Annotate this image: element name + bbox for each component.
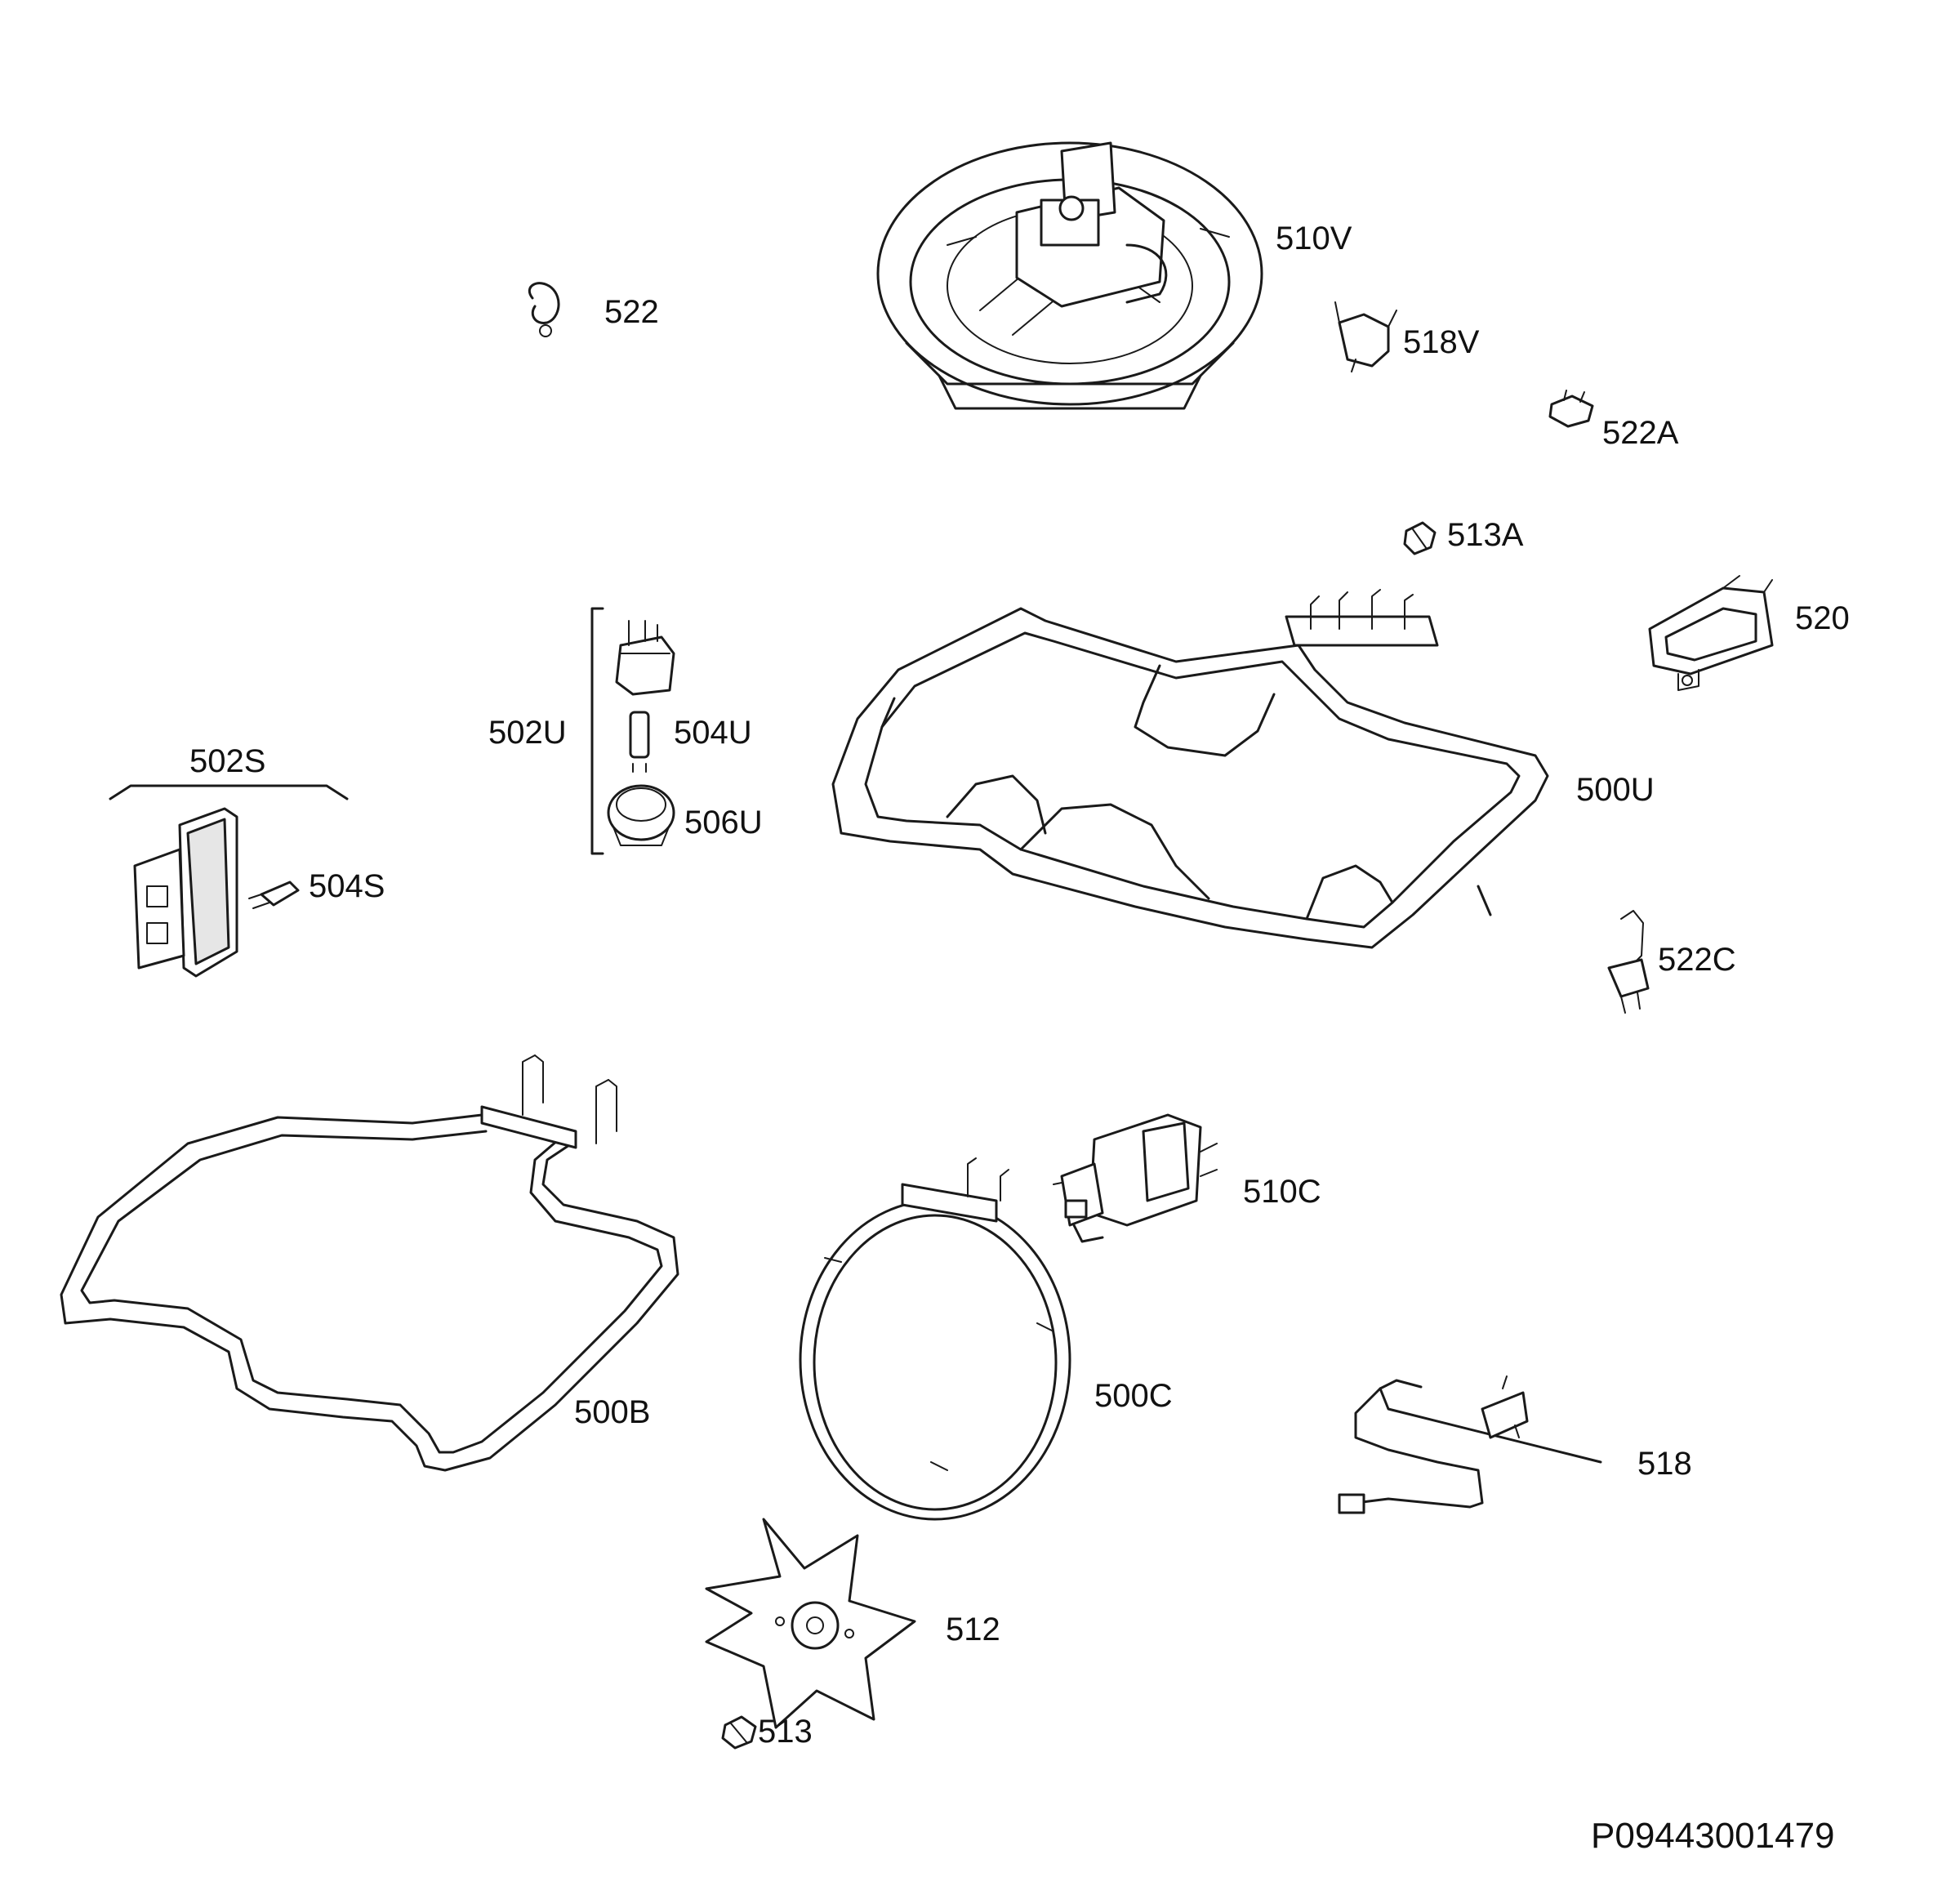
label-500U: 500U [1576,772,1655,808]
part-502S-lamp-housing [133,807,238,978]
label-522A: 522A [1602,415,1679,451]
part-518V-bracket [1334,301,1397,372]
label-510C: 510C [1243,1174,1321,1210]
part-504U-lamp-bulb [629,711,650,773]
part-520-frame-bracket [1648,575,1774,691]
label-513: 513 [758,1714,813,1750]
drawing-code: P09443001479 [1591,1816,1835,1856]
part-502U-lamp-socket [615,620,675,696]
label-504U: 504U [674,715,752,751]
part-500U-top-heating-element [831,589,1549,949]
part-506U-lamp-cover [607,784,675,846]
label-504S: 504S [309,868,385,904]
part-522-clip [528,282,560,337]
part-504S-lamp-bulb [248,881,300,909]
label-513A: 513A [1447,517,1524,553]
part-510V-fan-motor-assembly [876,141,1263,410]
part-513A-nut [1403,521,1437,555]
label-502U: 502U [488,715,567,751]
group-502S-bracket [109,784,349,800]
label-512: 512 [946,1612,1000,1647]
part-522A-connector [1548,390,1594,428]
part-500C-circular-heating-element [799,1157,1071,1521]
label-500C: 500C [1094,1378,1173,1414]
label-518V: 518V [1403,324,1480,360]
label-522: 522 [604,294,659,330]
part-522C-thermostat [1607,910,1650,1014]
part-510C-fan-motor [1053,1113,1218,1243]
label-502S: 502S [189,743,265,779]
label-500B: 500B [574,1394,650,1430]
part-512-fan-blade [705,1518,916,1729]
label-522C: 522C [1658,942,1736,978]
label-520: 520 [1795,600,1850,636]
part-513-nut [721,1715,757,1750]
group-502U-bracket [590,607,604,855]
label-518: 518 [1637,1446,1692,1482]
part-500B-bottom-heating-element [60,1054,679,1472]
label-510V: 510V [1276,221,1352,256]
part-518-temperature-sensor [1338,1375,1602,1514]
label-506U: 506U [684,805,763,840]
